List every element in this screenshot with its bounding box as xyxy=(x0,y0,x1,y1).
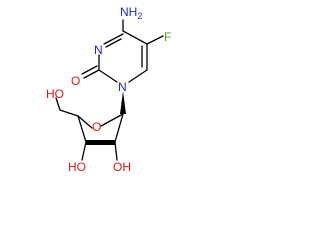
bond-c2prime-c1prime xyxy=(114,113,124,143)
bond-c2-n1 xyxy=(98,69,118,83)
bond-c4prime-c5prime xyxy=(59,109,79,117)
atom-label-amine: NH2 xyxy=(120,5,142,21)
wedge-n1-c1prime xyxy=(120,91,126,114)
atom-label-fluorine: F xyxy=(164,30,171,44)
bond-n1-c6 xyxy=(128,69,148,83)
atom-label-n1: N xyxy=(118,80,127,94)
bond-c2-o xyxy=(83,69,100,79)
bond-c1prime-o4prime xyxy=(100,113,124,127)
bold-bond-c3prime-c2prime xyxy=(86,140,115,145)
bond-o4prime-c4prime xyxy=(77,115,93,129)
bond-c5-c4 xyxy=(122,30,148,45)
bond-c5-f xyxy=(146,35,164,45)
atom-label-carbonyl-oxygen: O xyxy=(71,74,80,88)
bond-c3prime-oh xyxy=(81,141,87,161)
molecule-structure-diagram: NH2 F N O N O HO HO OH xyxy=(46,5,171,174)
bond-c2-o-double xyxy=(81,65,98,75)
atom-label-2prime-hydroxyl: OH xyxy=(113,160,131,174)
atom-label-n3: N xyxy=(94,43,103,57)
bond-c4prime-c3prime xyxy=(77,115,87,143)
atom-label-ring-oxygen: O xyxy=(92,120,101,134)
bond-c4-n3 xyxy=(103,33,124,45)
bond-c5prime-o5prime xyxy=(55,97,61,111)
atom-label-5prime-hydroxyl: HO xyxy=(46,87,64,101)
bond-c2prime-oh xyxy=(114,141,118,161)
atom-label-3prime-hydroxyl: HO xyxy=(68,160,86,174)
bond-c4-n3-double xyxy=(105,38,122,48)
